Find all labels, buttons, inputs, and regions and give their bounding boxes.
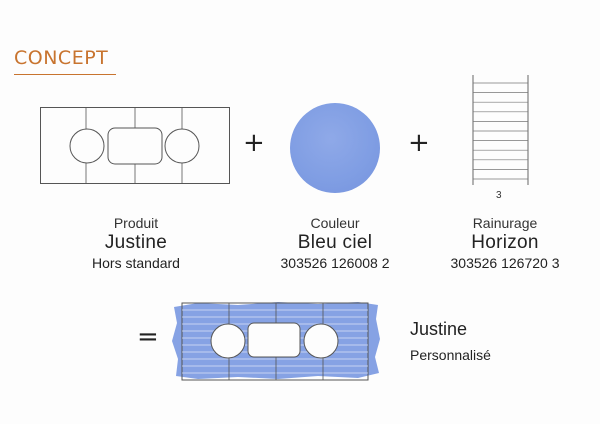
- section-title: CONCEPT: [14, 47, 109, 69]
- result-detail: Personnalisé: [410, 347, 491, 363]
- product-detail: Hors standard: [92, 254, 180, 271]
- color-code: 303526 126008 2: [280, 254, 390, 271]
- color-caption: Couleur: [310, 215, 360, 231]
- grooving-sample-drawing: [472, 75, 529, 185]
- grooving-caption-block: Rainurage Horizon 303526 126720 3: [425, 215, 585, 271]
- result-panel-drawing: [172, 302, 380, 381]
- color-caption-block: Couleur Bleu ciel 303526 126008 2: [255, 215, 415, 271]
- plus-sign-1: +: [243, 128, 265, 158]
- equals-sign: =: [137, 322, 159, 352]
- product-caption: Produit: [113, 215, 159, 231]
- grooving-code: 303526 126720 3: [450, 254, 560, 271]
- title-underline: [14, 74, 116, 75]
- plus-sign-2: +: [408, 128, 430, 158]
- grooving-name: Horizon: [471, 231, 539, 253]
- product-caption-block: Produit Justine Hors standard: [66, 215, 206, 271]
- grooving-caption: Rainurage: [472, 215, 538, 231]
- color-name: Bleu ciel: [297, 231, 373, 253]
- color-swatch: [290, 103, 380, 193]
- product-name: Justine: [104, 231, 168, 253]
- grooving-sample-number: 3: [496, 190, 502, 201]
- result-name: Justine: [410, 319, 468, 339]
- product-panel-drawing: [40, 107, 230, 184]
